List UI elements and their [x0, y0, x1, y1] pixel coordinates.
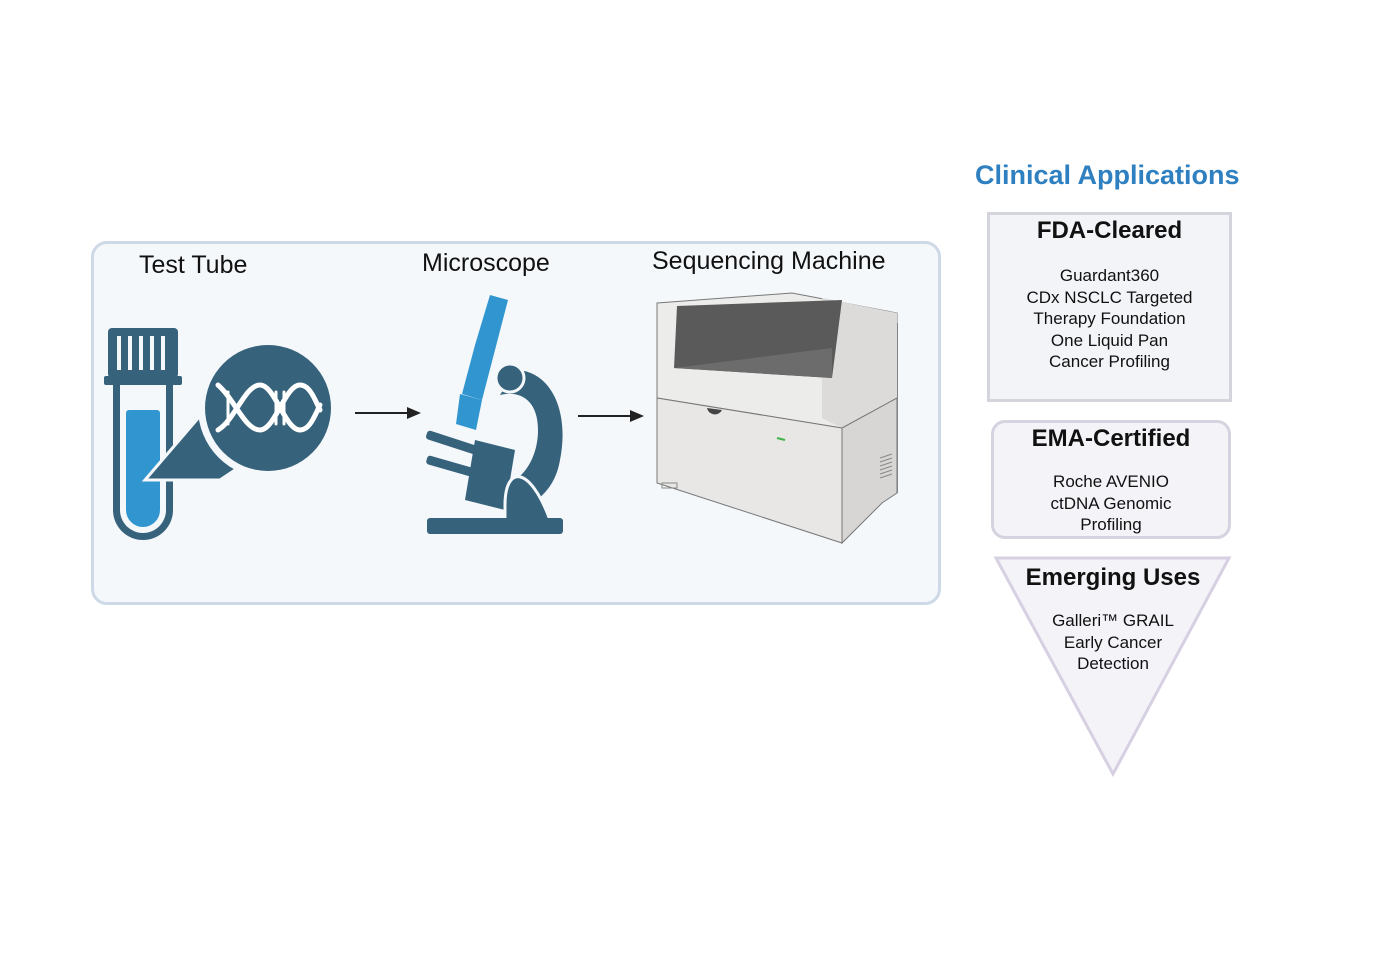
emerging-uses-heading: Emerging Uses	[1025, 564, 1201, 591]
sequencing-machine-icon	[656, 292, 898, 545]
fda-cleared-box: FDA-Cleared Guardant360 CDx NSCLC Target…	[987, 212, 1232, 402]
ema-certified-body: Roche AVENIO ctDNA Genomic Profiling	[1050, 472, 1172, 534]
arrow-to-sequencer-icon	[578, 410, 644, 422]
ema-certified-heading: EMA-Certified	[1031, 425, 1191, 452]
test-tube-label: Test Tube	[139, 251, 248, 279]
arrow-to-microscope-icon	[355, 407, 421, 419]
emerging-uses-box: Emerging Uses Galleri™ GRAIL Early Cance…	[993, 556, 1233, 778]
sequencing-machine-label: Sequencing Machine	[652, 247, 886, 275]
ema-certified-box: EMA-Certified Roche AVENIO ctDNA Genomic…	[991, 420, 1231, 539]
microscope-icon	[425, 295, 563, 534]
microscope-label: Microscope	[422, 249, 550, 277]
fda-cleared-body: Guardant360 CDx NSCLC Targeted Therapy F…	[1026, 266, 1193, 371]
emerging-uses-body: Galleri™ GRAIL Early Cancer Detection	[1052, 611, 1174, 673]
test-tube-dna-icon	[104, 328, 338, 540]
emerging-uses-triangle	[993, 556, 1232, 778]
fda-cleared-heading: FDA-Cleared	[1036, 217, 1183, 244]
clinical-applications-title: Clinical Applications	[975, 160, 1240, 190]
